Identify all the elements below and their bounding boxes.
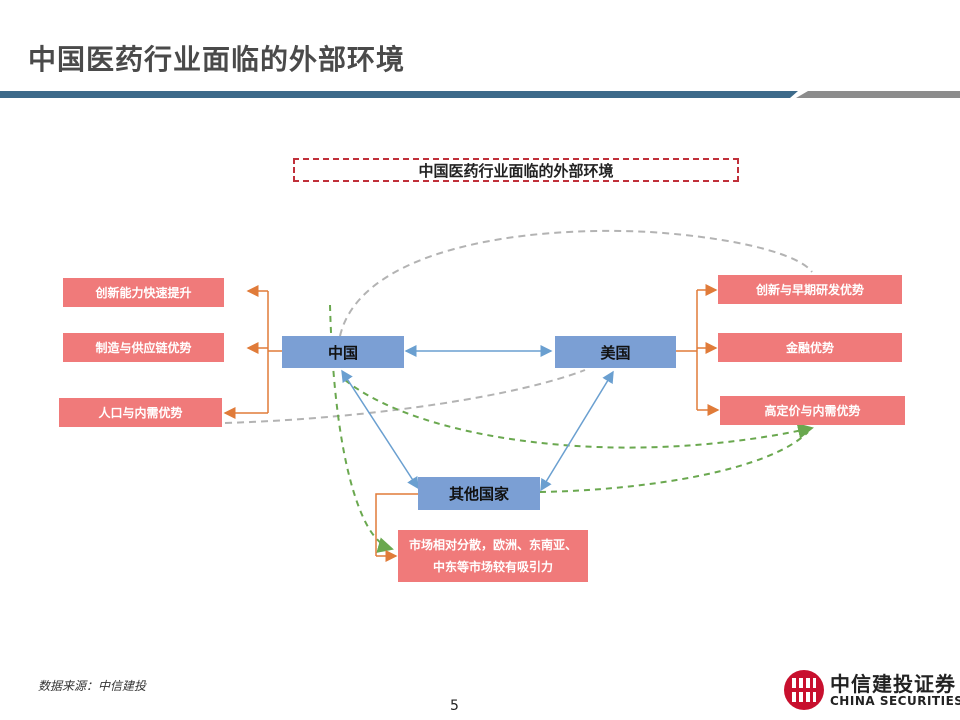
green-dashed-others-usa — [539, 431, 809, 493]
node-usa: 美国 — [555, 336, 676, 368]
gray-arc-lower — [224, 369, 586, 424]
factor-usa-pricing: 高定价与内需优势 — [720, 396, 905, 425]
arrow-china-others — [341, 369, 419, 490]
orange-bracket-usa — [676, 290, 698, 410]
orange-bracket-others — [375, 493, 418, 556]
factor-china-population: 人口与内需优势 — [59, 398, 222, 427]
citic-logo-icon — [784, 670, 824, 710]
page-number: 5 — [450, 698, 459, 714]
arrow-usa-others — [540, 370, 614, 492]
orange-bracket-china — [267, 291, 282, 413]
node-china: 中国 — [282, 336, 404, 368]
factor-others-market: 市场相对分散，欧洲、东南亚、中东等市场较有吸引力 — [398, 530, 588, 582]
page-title: 中国医药行业面临的外部环境 — [28, 43, 406, 76]
factor-china-manufacturing: 制造与供应链优势 — [63, 333, 224, 362]
diagram-title: 中国医药行业面临的外部环境 — [293, 158, 739, 182]
factor-china-innovation: 创新能力快速提升 — [63, 278, 224, 307]
node-others: 其他国家 — [418, 477, 540, 510]
header-bar-blue — [0, 91, 798, 98]
gray-arc-top — [339, 229, 813, 337]
header-bar-gray — [796, 91, 960, 98]
logo-name-en: CHINA SECURITIES — [830, 694, 960, 708]
logo-name-cn: 中信建投证券 — [830, 672, 956, 696]
factor-usa-innovation: 创新与早期研发优势 — [718, 275, 902, 304]
company-logo: 中信建投证券 CHINA SECURITIES — [782, 666, 960, 716]
source-note: 数据来源：中信建投 — [38, 679, 147, 693]
factor-usa-finance: 金融优势 — [718, 333, 902, 362]
